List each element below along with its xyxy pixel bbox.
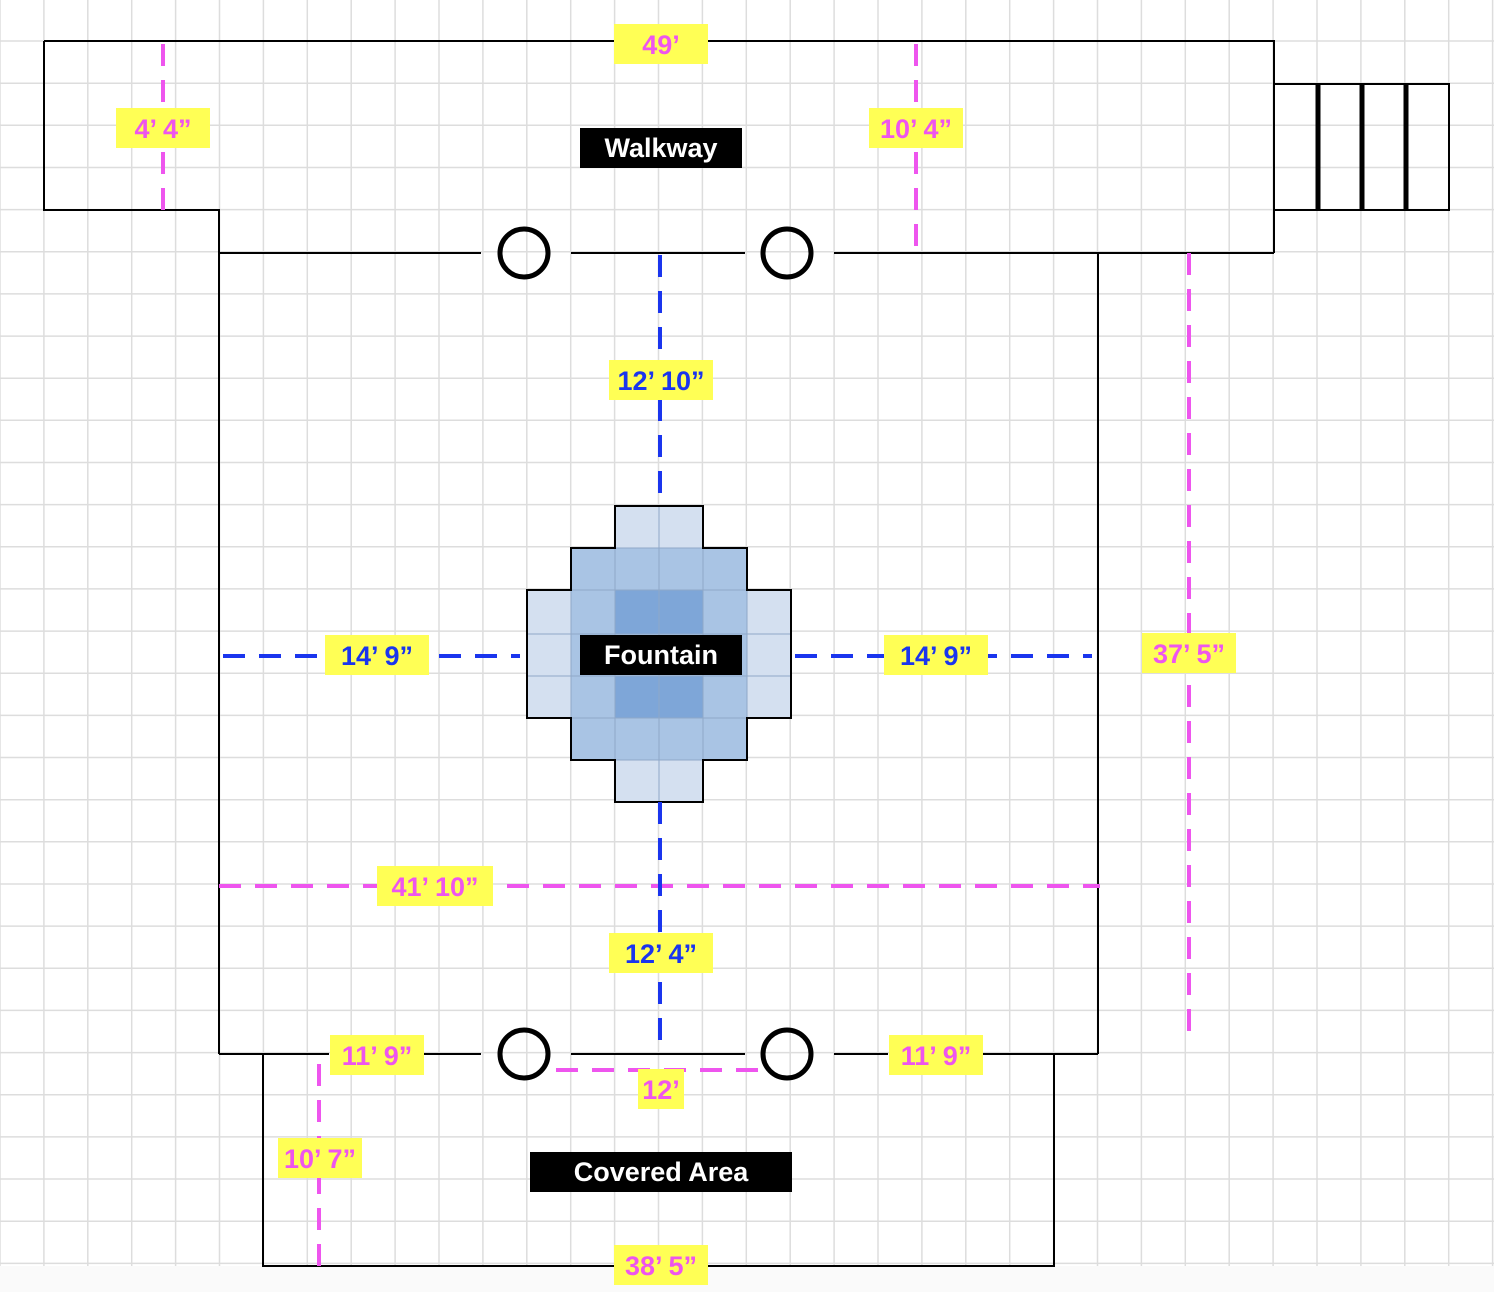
- dim-label-text: 11’ 9”: [342, 1041, 413, 1071]
- dim-label-background: [614, 1245, 708, 1285]
- dim-label-bottom-right-segment: 11’ 9”: [889, 1035, 983, 1075]
- dim-label-covered-area-width: 38’ 5”: [614, 1245, 708, 1285]
- fountain-cell: [614, 547, 660, 591]
- dim-label-covered-area-depth: 10’ 7”: [278, 1138, 362, 1178]
- fountain-cell: [614, 589, 660, 635]
- fountain-cell: [526, 633, 572, 677]
- stairs: [1315, 84, 1409, 210]
- fountain-cell: [570, 589, 616, 635]
- dim-label-background: [278, 1138, 362, 1178]
- dim-label-background: [1142, 633, 1236, 673]
- covered-area-tag: Covered Area: [530, 1152, 792, 1192]
- fountain-cell: [658, 547, 704, 591]
- dim-label-background: [869, 108, 963, 148]
- dim-label-fountain-to-right: 14’ 9”: [884, 635, 988, 675]
- dim-label-text: 14’ 9”: [341, 641, 413, 671]
- dim-label-column-spacing: 12’: [638, 1069, 684, 1109]
- column-bottom-left: [497, 1027, 551, 1081]
- fountain-cell: [614, 505, 660, 549]
- fountain-cell: [570, 675, 616, 719]
- covered-area-label: Covered Area: [574, 1157, 750, 1187]
- dim-label-text: 14’ 9”: [900, 641, 972, 671]
- dim-label-fountain-to-bottom: 12’ 4”: [609, 933, 713, 973]
- dim-label-text: 4’ 4”: [134, 114, 191, 144]
- fountain-outline: [526, 505, 792, 803]
- fountain-cell: [614, 717, 660, 761]
- area-tags: Walkway Fountain Covered Area: [530, 128, 792, 1192]
- dim-label-bottom-left-segment: 11’ 9”: [330, 1035, 424, 1075]
- dim-label-text: 11’ 9”: [901, 1041, 972, 1071]
- dim-label-background: [330, 1035, 424, 1075]
- fountain-cell: [614, 675, 660, 719]
- fountain-cell: [746, 589, 792, 635]
- fountain-cell: [658, 759, 704, 803]
- dim-label-background: [884, 635, 988, 675]
- walkway-label: Walkway: [604, 133, 717, 163]
- walkway-tag: Walkway: [580, 128, 742, 168]
- dim-label-text: 41’ 10”: [391, 872, 478, 902]
- fountain-label: Fountain: [604, 640, 718, 670]
- column-top-right: [760, 226, 814, 280]
- covered-area-outline-right: [708, 1054, 1055, 1267]
- dim-label-text: 10’ 7”: [284, 1144, 356, 1174]
- fountain-cell: [746, 633, 792, 677]
- fountain-cell: [526, 589, 572, 635]
- dim-label-text: 12’ 4”: [625, 939, 697, 969]
- fountain-cell: [746, 675, 792, 719]
- columns: [497, 226, 814, 1081]
- fountain-cell: [658, 505, 704, 549]
- walkway-left-outline: [43, 41, 220, 253]
- dim-label-text: 10’ 4”: [880, 114, 952, 144]
- dim-label-courtyard-width: 41’ 10”: [377, 866, 493, 906]
- fountain-cell: [658, 589, 704, 635]
- dim-label-text: 38’ 5”: [625, 1251, 697, 1281]
- dim-label-text: 12’: [642, 1075, 680, 1105]
- dim-label-background: [609, 360, 713, 400]
- dim-label-background: [116, 108, 210, 148]
- dim-label-text: 49’: [642, 30, 680, 60]
- dim-label-background: [325, 635, 429, 675]
- dim-label-background: [609, 933, 713, 973]
- fountain-cell: [658, 675, 704, 719]
- fountain-cell: [658, 717, 704, 761]
- dim-label-background: [614, 24, 708, 64]
- dim-label-fountain-to-top: 12’ 10”: [609, 360, 713, 400]
- dim-label-background: [638, 1069, 684, 1109]
- dim-label-background: [889, 1035, 983, 1075]
- dim-label-fountain-to-left: 14’ 9”: [325, 635, 429, 675]
- dim-label-text: 12’ 10”: [617, 366, 704, 396]
- fountain-cell: [702, 547, 748, 591]
- covered-area-outline: [262, 1054, 614, 1267]
- dim-label-courtyard-depth: 37’ 5”: [1142, 633, 1236, 673]
- dimension-labels: 49’ 4’ 4” 10’ 4” 12’ 10” 14’ 9” 14’ 9” 37’ 5” 4…: [116, 24, 1236, 1285]
- fountain-cell: [702, 717, 748, 761]
- fountain-tag: Fountain: [580, 635, 742, 675]
- fountain-cell: [570, 547, 616, 591]
- dim-label-walkway-left-depth: 4’ 4”: [116, 108, 210, 148]
- dim-label-walkway-right-depth: 10’ 4”: [869, 108, 963, 148]
- column-top-left: [497, 226, 551, 280]
- fountain-cell: [702, 675, 748, 719]
- fountain-cell: [614, 759, 660, 803]
- dim-label-text: 37’ 5”: [1153, 639, 1225, 669]
- fountain-cell: [526, 675, 572, 719]
- column-bottom-right: [760, 1027, 814, 1081]
- dim-label-background: [377, 866, 493, 906]
- fountain-cell: [702, 589, 748, 635]
- dim-label-walkway-length: 49’: [614, 24, 708, 64]
- fountain-cell: [570, 717, 616, 761]
